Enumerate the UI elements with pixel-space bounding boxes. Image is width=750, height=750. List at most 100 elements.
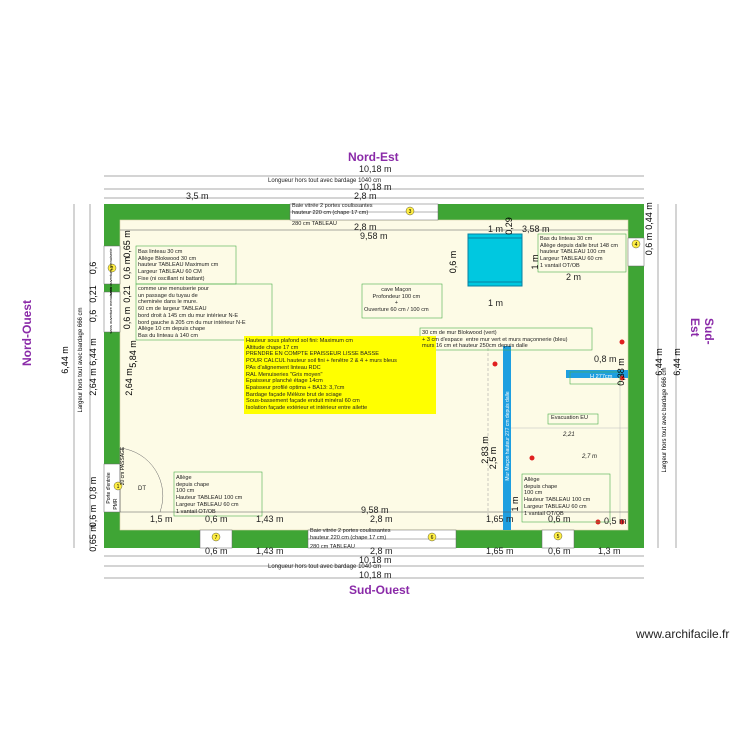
window-se-note: Allège depuis chape 100 cm Hauteur TABLE… (524, 477, 591, 517)
dim-bottom2-06b: 0,6 m (548, 546, 571, 556)
left-window-mid (103, 291, 121, 333)
marker-6: 6 (427, 532, 437, 542)
dim-left-06e: 0,6 m (88, 505, 98, 528)
red-dot-2 (619, 375, 625, 381)
chimney-note: comme une menuiserie pour un passage du … (138, 286, 246, 339)
mur-macon-label: Mur Maçon hauteur 277 cm depuis dalle (505, 391, 511, 480)
dim-left-021a: 0,21 (88, 285, 98, 303)
left-small-label: sans ouverture menuiserie (108, 286, 113, 334)
dim-top-029: 0,29 (504, 217, 514, 235)
dim-right-644a: 6,44 m (654, 348, 664, 376)
dim-top-044: 0,44 m (644, 202, 654, 230)
dim-bottom2-28: 2,8 m (370, 546, 393, 556)
dim-left-06c: 0,6 m (122, 307, 132, 330)
dim-top-overall-note: Longueur hors tout avec bardage 1040 cm (268, 178, 382, 184)
entry-door-swing (119, 447, 164, 513)
yellow-note-bg (244, 336, 436, 414)
dim-left-644b: 6,44 m (88, 338, 98, 366)
cave-box (467, 233, 523, 287)
red-dot-1 (619, 339, 625, 345)
marker-3: 3 (405, 206, 415, 216)
dim-bottom-05: 0,5 m (604, 516, 627, 526)
dim-top-overall: 10,18 m (359, 164, 392, 174)
dim-bottom-overall-note: Longueur hors tout avec bardage 1040 cm (268, 564, 382, 570)
door-top-tableau: 280 cm TABLEAU (292, 221, 337, 227)
passage-label: 20 cm PASSAGE (120, 446, 126, 485)
left-small-label2: sans ouverture menuiserie (108, 248, 113, 296)
dim-right-038: 0,38 m (616, 358, 626, 386)
dim-left-06d: 0,6 (88, 310, 98, 323)
svg-text:3: 3 (409, 209, 412, 215)
dim-top-overall2: 10,18 m (359, 182, 392, 192)
dim-bottom2-13: 1,3 m (598, 546, 621, 556)
dim-cave-06: 0,6 m (448, 251, 458, 274)
blokwood-note: 30 cm de mur Blokwood (vert) + 3 cm d'es… (422, 330, 568, 350)
marker-2: 2 (107, 263, 117, 273)
dim-top-06-right: 0,6 m (644, 233, 654, 256)
dim-bottom-overall2: 10,18 m (359, 570, 392, 580)
dim-bottom2-06a: 0,6 m (205, 546, 228, 556)
dim-bottom-overall: 10,18 m (359, 555, 392, 565)
dim-left-264b: 2,64 m (124, 368, 134, 396)
svg-text:6: 6 (431, 535, 434, 541)
door-top-note: Baie vitrée 2 portes coulissantes hauteu… (292, 203, 373, 216)
door-bottom-tableau: 280 cm TABLEAU (310, 544, 355, 550)
dim-cave-1m-side: 1 m (530, 254, 540, 269)
win-sw-box (173, 471, 263, 517)
dim-bottom-06b: 0,6 m (548, 514, 571, 524)
dim-inner-283: 2,83 m (480, 436, 490, 464)
svg-text:5: 5 (557, 534, 560, 540)
evac-box (547, 413, 599, 425)
h277-box (569, 371, 621, 385)
dim-bottom2-143: 1,43 m (256, 546, 284, 556)
dim-top-door-width: 2,8 m (354, 191, 377, 201)
marker-5: 5 (553, 531, 563, 541)
svg-text:1: 1 (117, 484, 120, 490)
dim-bottom-143: 1,43 m (256, 514, 284, 524)
dim-left-644a: 6,44 m (60, 346, 70, 374)
porte-entree-label: Porte d'entrée (106, 472, 112, 503)
blue-wall-vertical (503, 346, 511, 530)
dim-left-06a: 0,6 (88, 262, 98, 275)
red-dot-4 (529, 455, 535, 461)
dim-bottom-15: 1,5 m (150, 514, 173, 524)
dim-left-264a: 2,64 m (88, 368, 98, 396)
dim-right-08: 0,8 m (594, 354, 617, 364)
dim-bottom-interior: 9,58 m (361, 505, 389, 515)
h277-label: H 277cm (590, 374, 613, 380)
dim-inner-1m: 1 m (510, 496, 520, 511)
svg-text:7: 7 (215, 535, 218, 541)
dim-right-644b: 6,44 m (672, 348, 682, 376)
dim-inner-25: 2,5 m (488, 447, 498, 470)
win-ne-box (537, 233, 627, 273)
orientation-south-east: Sud-Est (688, 318, 716, 345)
dt-label: DT (138, 486, 146, 492)
orientation-north-east: Nord-Est (348, 150, 399, 164)
dim-bottom-28: 2,8 m (370, 514, 393, 524)
dim-top-door-width2: 2,8 m (354, 222, 377, 232)
marker-4: 4 (631, 239, 641, 249)
dim-left-08: 0,8 m (88, 477, 98, 500)
blue-wall-horizontal (566, 370, 628, 378)
svg-text:2: 2 (111, 266, 114, 272)
dim-top-1m: 1 m (488, 224, 504, 234)
red-dot-3 (492, 361, 498, 367)
pmr-label: PMR (113, 498, 119, 510)
door-bottom-note: Baie vitrée 2 portes coulissantes hauteu… (310, 528, 391, 541)
dim-top-358: 3,58 m (522, 224, 550, 234)
dim-top-interior: 9,58 m (360, 231, 388, 241)
dim-bottom-165: 1,65 m (486, 514, 514, 524)
dim-top-left-seg: 3,5 m (186, 191, 209, 201)
brand-watermark: www.archifacile.fr (636, 627, 730, 641)
dim-right-overall-label: Largeur hors tout avec bardage 666 cm (662, 367, 668, 472)
dim-diag-221: 2,21 (563, 432, 575, 438)
dim-bottom2-165: 1,65 m (486, 546, 514, 556)
dim-left-065: 0,65 m (122, 230, 132, 258)
cave-note: cave Maçon Profondeur 100 cm + Ouverture… (364, 287, 429, 314)
dim-left-06b: 0,6 m (122, 257, 132, 280)
marker-7: 7 (211, 532, 221, 542)
dim-cave-2m: 2 m (566, 272, 582, 282)
orientation-south-west: Sud-Ouest (349, 583, 410, 597)
